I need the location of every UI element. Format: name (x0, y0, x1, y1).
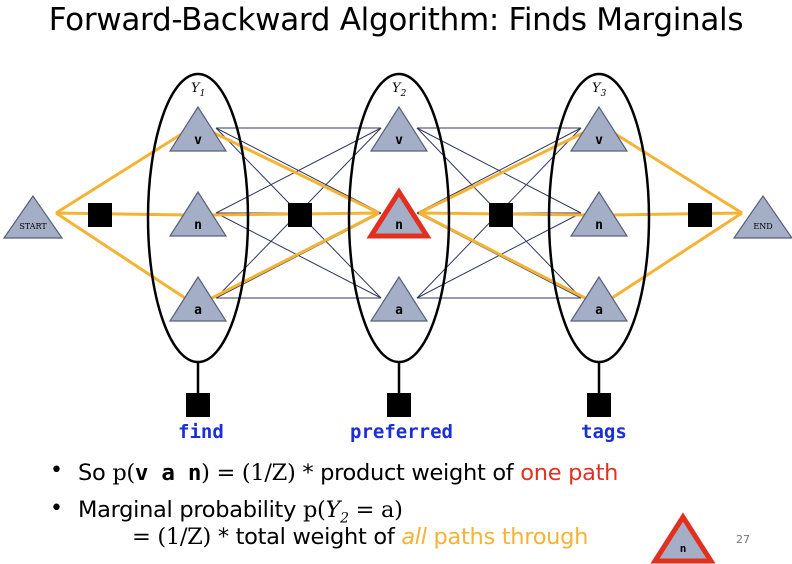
tag-node-label-n-1: n (194, 218, 202, 233)
tag-node-a-2 (369, 275, 429, 322)
emission-factor-3 (587, 393, 611, 417)
transition-factor-end (688, 203, 712, 227)
word-find: find (178, 421, 224, 443)
tag-node-label-n-2: n (395, 218, 403, 233)
selected-node-inline (650, 512, 716, 564)
variable-label-y1: Y1 (191, 81, 205, 99)
tag-node-n-1 (168, 190, 228, 237)
transition-factor-start (88, 203, 112, 227)
start-node (2, 194, 64, 239)
bullet-marker-2: • (50, 496, 63, 521)
tag-node-v-1 (168, 105, 228, 152)
transition-factor-23 (489, 203, 513, 227)
tag-node-label-a-1: a (194, 303, 202, 318)
tag-node-a-1 (168, 275, 228, 322)
bullet-2-line-1: Marginal probability p(Y2 = a) (78, 497, 403, 527)
bullet-1: So p(v a n) = (1/Z) * product weight of … (78, 460, 619, 486)
page-number: 27 (736, 533, 750, 546)
all-highlight: all (401, 524, 427, 550)
word-tags: tags (581, 421, 627, 443)
word-preferred: preferred (350, 421, 453, 443)
start-label: START (19, 222, 47, 231)
one-path-highlight: one path (520, 460, 619, 486)
end-label: END (753, 222, 772, 231)
tag-node-label-a-3: a (595, 303, 603, 318)
end-node (732, 194, 792, 239)
tag-node-n-2 (366, 187, 432, 239)
tag-node-a-3 (569, 275, 629, 322)
transition-factor-12 (288, 203, 312, 227)
tag-node-n-3 (569, 190, 629, 237)
emission-factor-1 (186, 393, 210, 417)
tag-node-label-v-1: v (194, 133, 202, 148)
selected-node-inline-label: n (680, 542, 687, 555)
tag-node-label-a-2: a (395, 303, 403, 318)
tag-node-label-n-3: n (595, 218, 603, 233)
variable-label-y2: Y2 (392, 81, 407, 99)
tag-node-v-2 (369, 105, 429, 152)
bullet-2-line-2: = (1/Z) * total weight of all paths thro… (132, 524, 589, 550)
tag-node-v-3 (569, 105, 629, 152)
slide-title: Forward-Backward Algorithm: Finds Margin… (48, 2, 744, 38)
emission-factor-2 (387, 393, 411, 417)
tag-node-label-v-2: v (395, 133, 403, 148)
bullet-marker-1: • (50, 458, 63, 483)
variable-label-y3: Y3 (592, 81, 607, 99)
tag-node-label-v-3: v (595, 133, 603, 148)
highlighted-paths (55, 128, 743, 302)
